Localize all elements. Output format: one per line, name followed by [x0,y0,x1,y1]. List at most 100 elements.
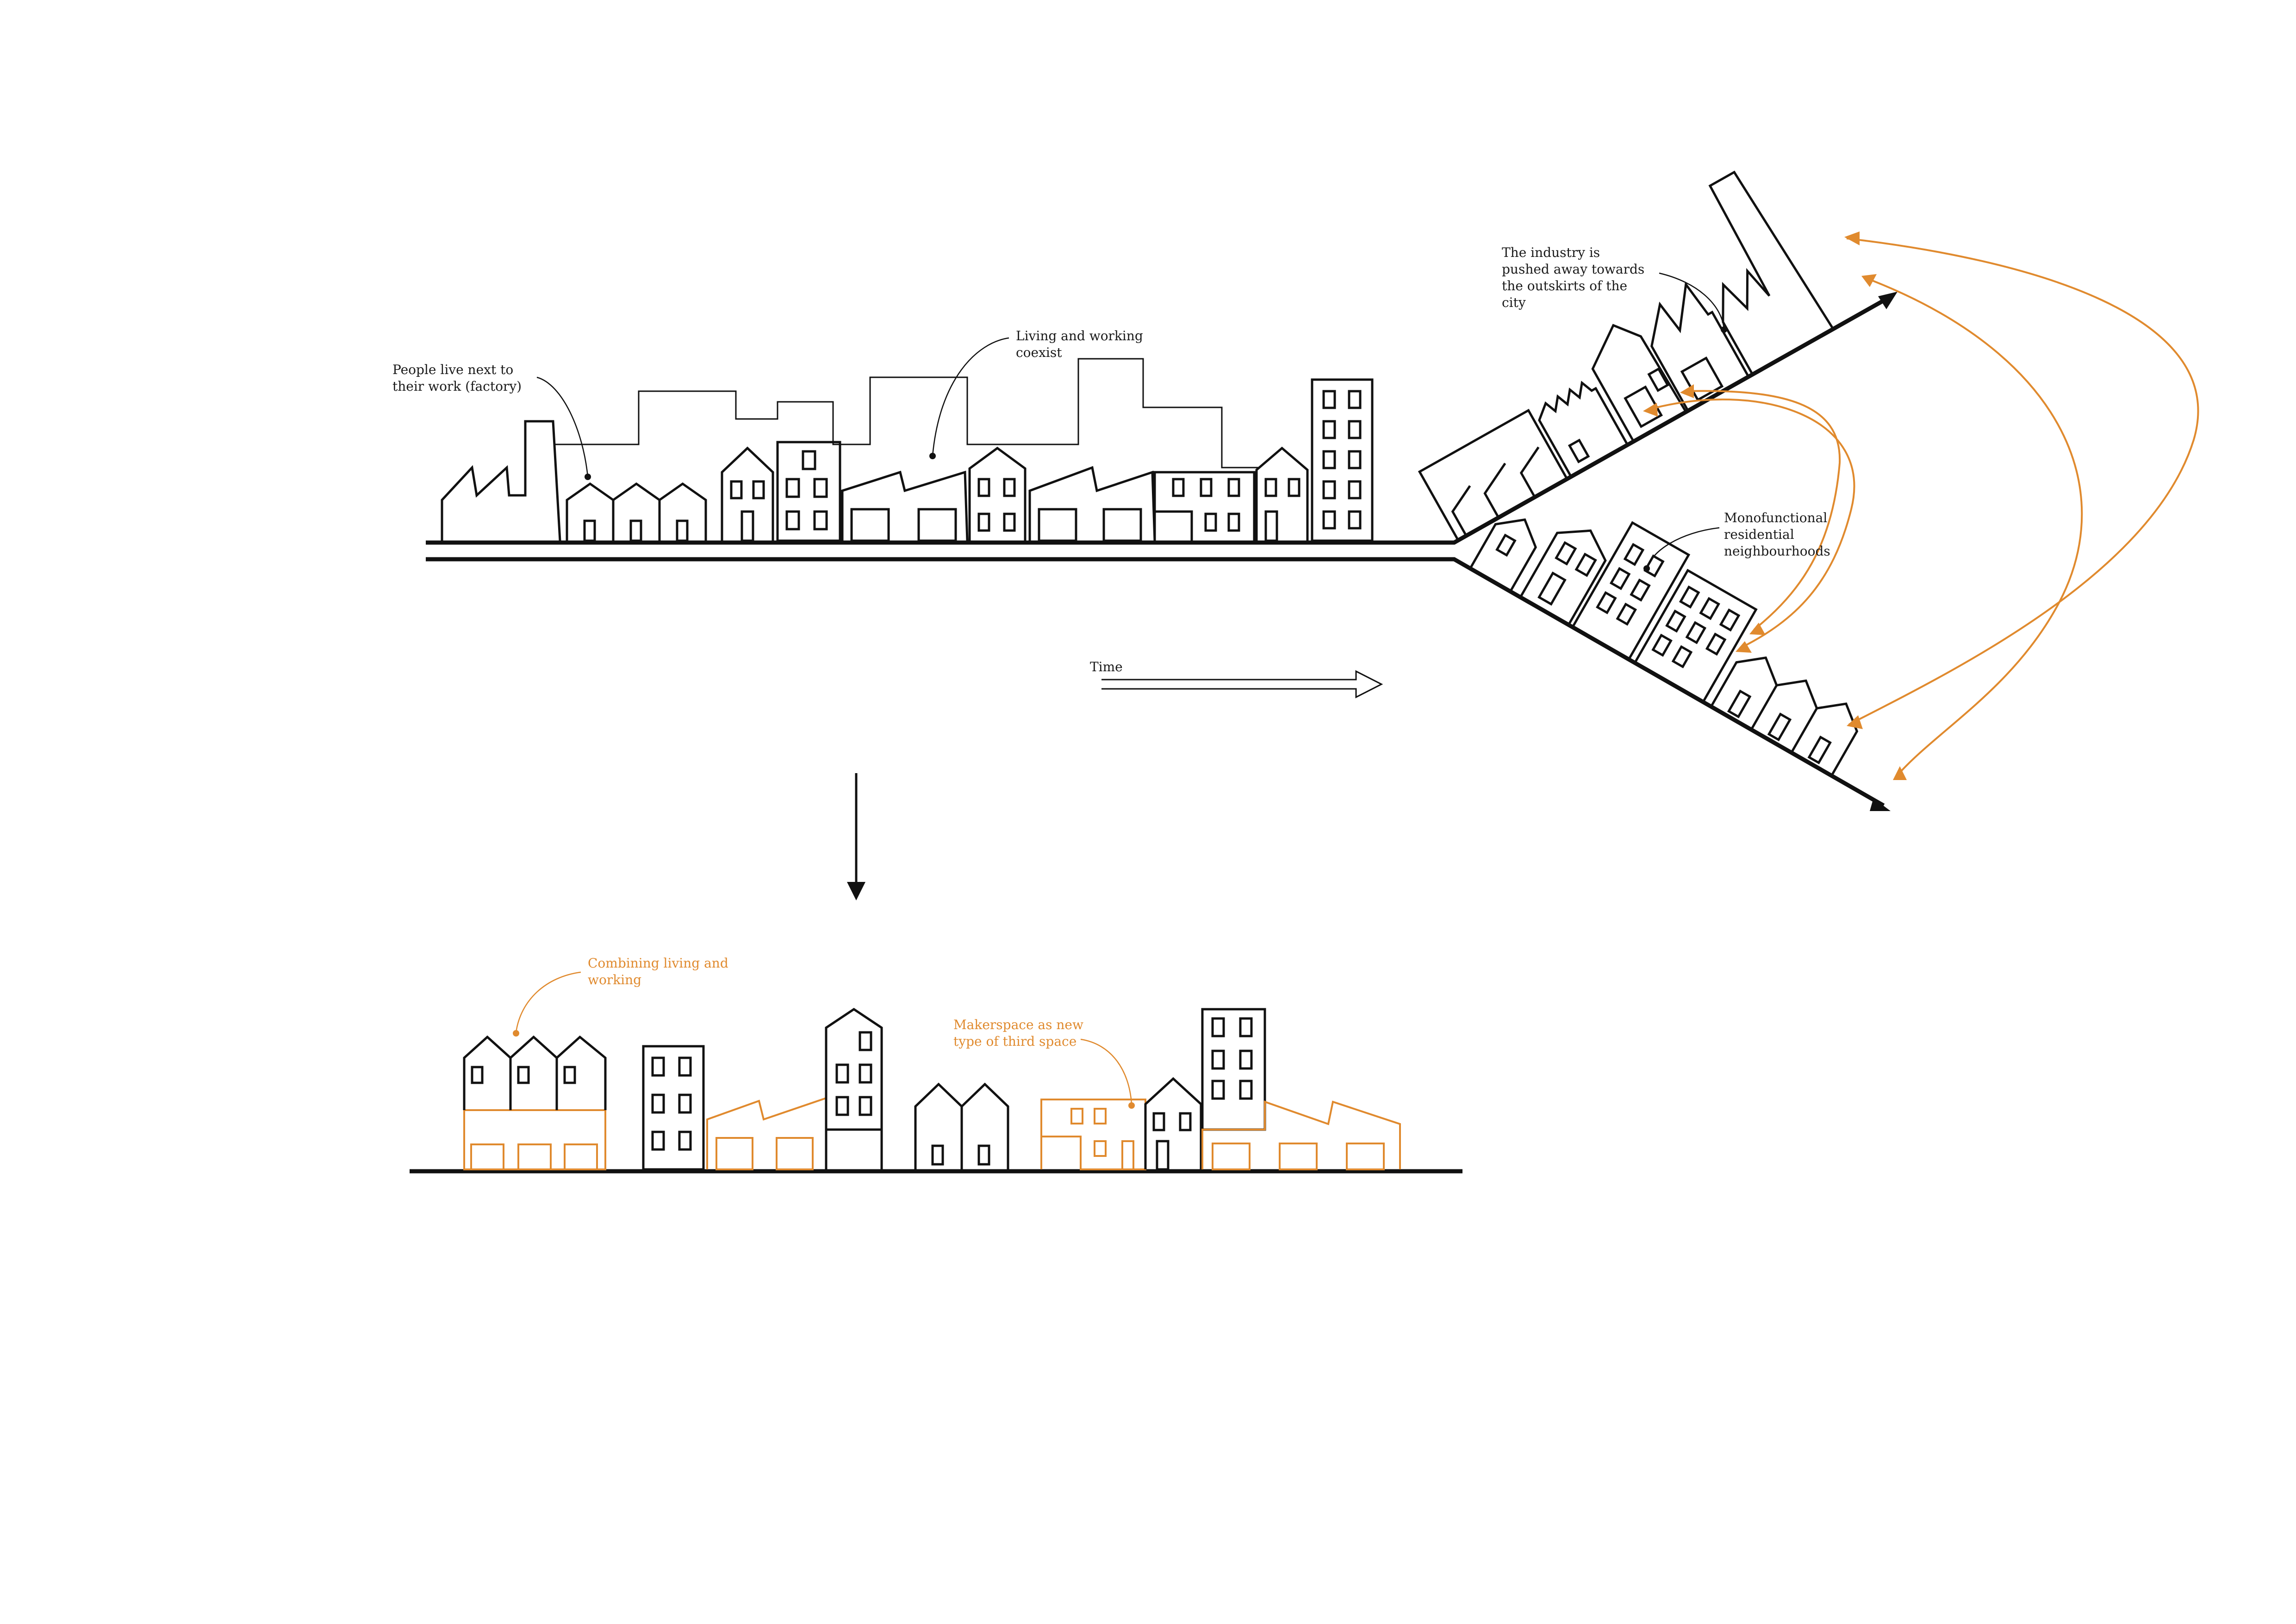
window [1152,1112,1165,1131]
warehouse-detail [1519,446,1540,498]
workshop-door [470,1143,504,1170]
ground-line-upper [426,294,1894,545]
window [1348,390,1362,409]
house-gabled-2 [968,446,1027,541]
window [1348,510,1362,530]
garage-door [850,508,890,542]
workshop-door [517,1143,552,1170]
time-arrow-shape [1101,670,1383,699]
commute-arc-outer-1 [1846,237,2199,725]
window [1348,480,1362,500]
door [629,519,642,542]
warehouse-outskirts [1418,409,1569,542]
makerspace-door [1121,1140,1134,1170]
house-gabled-3 [1255,446,1309,541]
window [835,1096,849,1116]
window [651,1093,665,1114]
window [563,1066,576,1084]
leader-line-accent [1080,1038,1132,1105]
workshop-door [716,1137,753,1170]
window [1239,1017,1253,1037]
warehouse-detail [1451,485,1471,537]
window [1348,450,1362,469]
annotation-text-makerspace: Makerspace as new type of third space [953,1017,1088,1049]
house-tall-gabled [825,1007,883,1169]
door [1767,712,1792,742]
makerspace-window [1094,1108,1107,1124]
commute-arc-inner-1 [1647,398,1855,649]
annotation-combining: Combining living and working [513,956,728,1037]
leader-line [932,337,1009,456]
window [977,1144,990,1166]
leader-line-accent [515,971,581,1033]
window [517,1066,530,1084]
window [651,1131,665,1151]
window [1699,597,1720,620]
window [1609,567,1631,590]
window [1719,608,1741,632]
window [1211,1080,1225,1100]
apartment-block-2 [1633,568,1758,704]
window [977,478,990,497]
door [1807,735,1832,765]
factory-chimney-outskirts [1708,170,1835,375]
window [859,1063,872,1084]
leader-line [1659,272,1725,329]
garage-door [1680,356,1724,402]
window [813,510,828,531]
time-arrow: Time [1090,659,1383,699]
house-gabled-1 [721,446,774,541]
top-streetscape [426,292,1898,811]
apartment-bottom-1 [642,1045,705,1171]
annotation-text-monofunctional: Monofunctional residential neighbourhood… [1724,510,1831,559]
factory-crenellated [1538,381,1629,477]
door [1156,1140,1170,1171]
arrowhead-accent [1844,231,1860,245]
window [1616,602,1637,626]
window [1211,1049,1225,1070]
window [1003,478,1016,497]
window [1288,478,1300,497]
factory-sawtooth-outskirts [1650,281,1750,412]
door [1727,689,1752,718]
tower-building [1311,378,1374,542]
warehouse-detail [1483,462,1506,518]
factory-right [1028,466,1156,541]
leader-dot [1721,326,1727,333]
door [583,519,596,542]
arrowhead-accent [1861,274,1877,287]
house-tall-1 [776,441,841,542]
annotation-industry-pushed: The industry is pushed away towards the … [1502,245,1727,333]
arrowhead-accent [1643,403,1658,417]
window [1322,450,1336,469]
house-row-small-1 [566,482,707,541]
house-outskirts-1 [1469,518,1537,592]
window [471,1066,484,1084]
window [1685,621,1707,644]
background-skyline-outline [555,358,1259,468]
annotation-monofunctional: Monofunctional residential neighbourhood… [1643,510,1831,572]
house-row-outskirts [1710,656,1859,776]
window [1574,552,1597,577]
leader-dot [585,474,591,480]
residential-branch-buildings [1469,518,1859,776]
door [740,510,754,542]
window [1665,609,1686,633]
annotation-living-working: Living and working coexist [929,328,1143,459]
annotation-text-people-live: People live next to their work (factory) [392,362,522,394]
garage-door [1102,508,1142,542]
industry-branch-buildings [1418,170,1835,542]
leader-dot [1643,565,1650,572]
arrowhead-accent [1749,623,1766,635]
window [1227,478,1240,497]
window [1568,438,1590,463]
workshop-door [1212,1143,1251,1170]
window [1172,478,1185,497]
garage-door [1624,385,1663,428]
window [730,480,743,500]
commute-arrows [1643,231,2199,780]
window [1651,633,1673,657]
annotation-makerspace: Makerspace as new type of third space [953,1017,1135,1109]
window [1003,512,1016,532]
